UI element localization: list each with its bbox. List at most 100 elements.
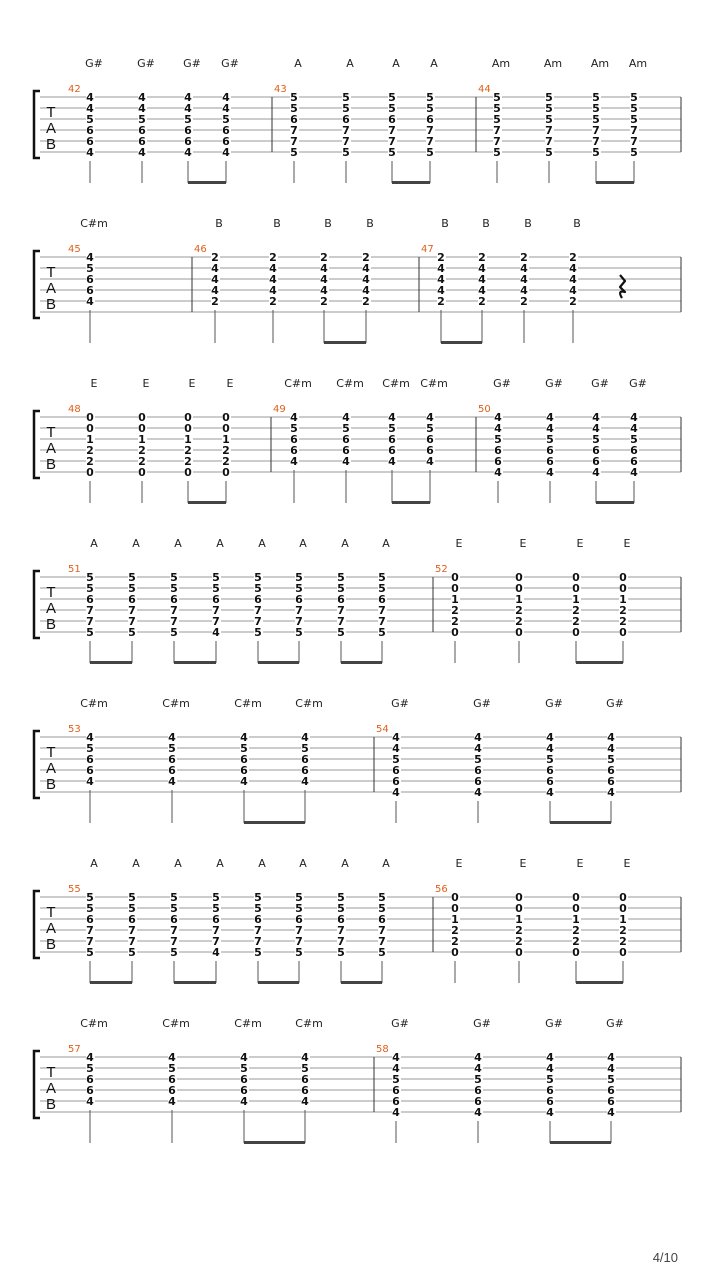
fret-number: 7	[378, 935, 386, 948]
fret-mask	[290, 423, 299, 433]
fret-mask	[342, 445, 351, 455]
fret-mask	[254, 594, 263, 604]
fret-number: 6	[138, 124, 146, 137]
fret-number: 7	[592, 124, 600, 137]
fret-number: 4	[222, 91, 230, 104]
system-bracket	[32, 729, 40, 800]
fret-number: 4	[290, 455, 298, 468]
fret-mask	[378, 572, 387, 582]
fret-number: 5	[378, 891, 386, 904]
fret-mask	[290, 103, 299, 113]
fret-mask	[619, 892, 628, 902]
fret-number: 2	[520, 295, 528, 308]
fret-mask	[128, 594, 137, 604]
fret-mask	[546, 776, 555, 786]
chord-name: B	[366, 217, 374, 230]
fret-number: 6	[128, 593, 136, 606]
fret-number: 4	[211, 284, 219, 297]
fret-mask	[138, 92, 147, 102]
fret-mask	[572, 605, 581, 615]
fret-number: 5	[170, 582, 178, 595]
fret-mask	[184, 412, 193, 422]
fret-number: 4	[86, 1095, 94, 1108]
fret-number: 7	[493, 135, 501, 148]
fret-number: 2	[138, 444, 146, 457]
fret-number: 5	[342, 146, 350, 159]
fret-number: 2	[184, 444, 192, 457]
fret-number: 4	[168, 775, 176, 788]
fret-number: 6	[546, 1095, 554, 1108]
fret-mask	[240, 1052, 249, 1062]
fret-mask	[86, 1052, 95, 1062]
beam	[244, 1141, 305, 1144]
fret-mask	[168, 1074, 177, 1084]
fret-number: 5	[378, 946, 386, 959]
system-bracket	[32, 249, 40, 320]
measure-number: 47	[421, 244, 434, 255]
fret-mask	[474, 1052, 483, 1062]
fret-number: 5	[295, 946, 303, 959]
measure-number: 49	[273, 404, 286, 415]
fret-number: 4	[362, 262, 370, 275]
fret-number: 4	[607, 731, 615, 744]
fret-mask	[86, 743, 95, 753]
fret-number: 7	[388, 135, 396, 148]
beam	[596, 181, 634, 184]
fret-number: 7	[86, 615, 94, 628]
fret-number: 0	[184, 422, 192, 435]
fret-mask	[392, 1107, 401, 1117]
fret-mask	[342, 114, 351, 124]
fret-number: 7	[212, 935, 220, 948]
fret-number: 6	[546, 1084, 554, 1097]
fret-mask	[607, 1107, 616, 1117]
fret-mask	[168, 1085, 177, 1095]
fret-mask	[493, 92, 502, 102]
fret-mask	[212, 594, 221, 604]
fret-mask	[211, 274, 220, 284]
fret-mask	[546, 423, 555, 433]
fret-number: 2	[269, 251, 277, 264]
tab-system-7: TAB57C#m45664C#m45664C#m45664C#m4566458G…	[32, 1017, 682, 1144]
measure-number: 46	[194, 244, 207, 255]
fret-number: 4	[520, 284, 528, 297]
fret-number: 6	[426, 113, 434, 126]
fret-number: 7	[290, 135, 298, 148]
fret-mask	[515, 583, 524, 593]
fret-mask	[592, 412, 601, 422]
beam	[576, 981, 623, 984]
fret-mask	[474, 1107, 483, 1117]
fret-number: 4	[222, 146, 230, 159]
chord-name: C#m	[295, 1017, 323, 1030]
fret-number: 5	[254, 571, 262, 584]
chord-name: E	[624, 537, 631, 550]
fret-mask	[474, 765, 483, 775]
fret-number: 0	[451, 626, 459, 639]
fret-number: 1	[619, 593, 627, 606]
measure-number: 53	[68, 724, 81, 735]
fret-mask	[515, 925, 524, 935]
fret-number: 4	[607, 742, 615, 755]
fret-mask	[86, 296, 95, 306]
fret-mask	[451, 936, 460, 946]
fret-number: 5	[630, 102, 638, 115]
fret-mask	[86, 776, 95, 786]
chord-name: B	[524, 217, 532, 230]
fret-mask	[86, 274, 95, 284]
fret-number: 4	[392, 742, 400, 755]
fret-number: 7	[342, 124, 350, 137]
fret-mask	[212, 627, 221, 637]
chord-name: G#	[391, 1017, 409, 1030]
fret-mask	[295, 572, 304, 582]
fret-mask	[545, 147, 554, 157]
fret-number: 5	[86, 742, 94, 755]
fret-mask	[494, 423, 503, 433]
fret-number: 0	[515, 946, 523, 959]
fret-mask	[572, 572, 581, 582]
fret-number: 6	[392, 764, 400, 777]
fret-mask	[86, 252, 95, 262]
fret-mask	[212, 947, 221, 957]
fret-number: 5	[493, 146, 501, 159]
fret-number: 7	[170, 615, 178, 628]
fret-number: 5	[392, 753, 400, 766]
chord-name: C#m	[80, 1017, 108, 1030]
